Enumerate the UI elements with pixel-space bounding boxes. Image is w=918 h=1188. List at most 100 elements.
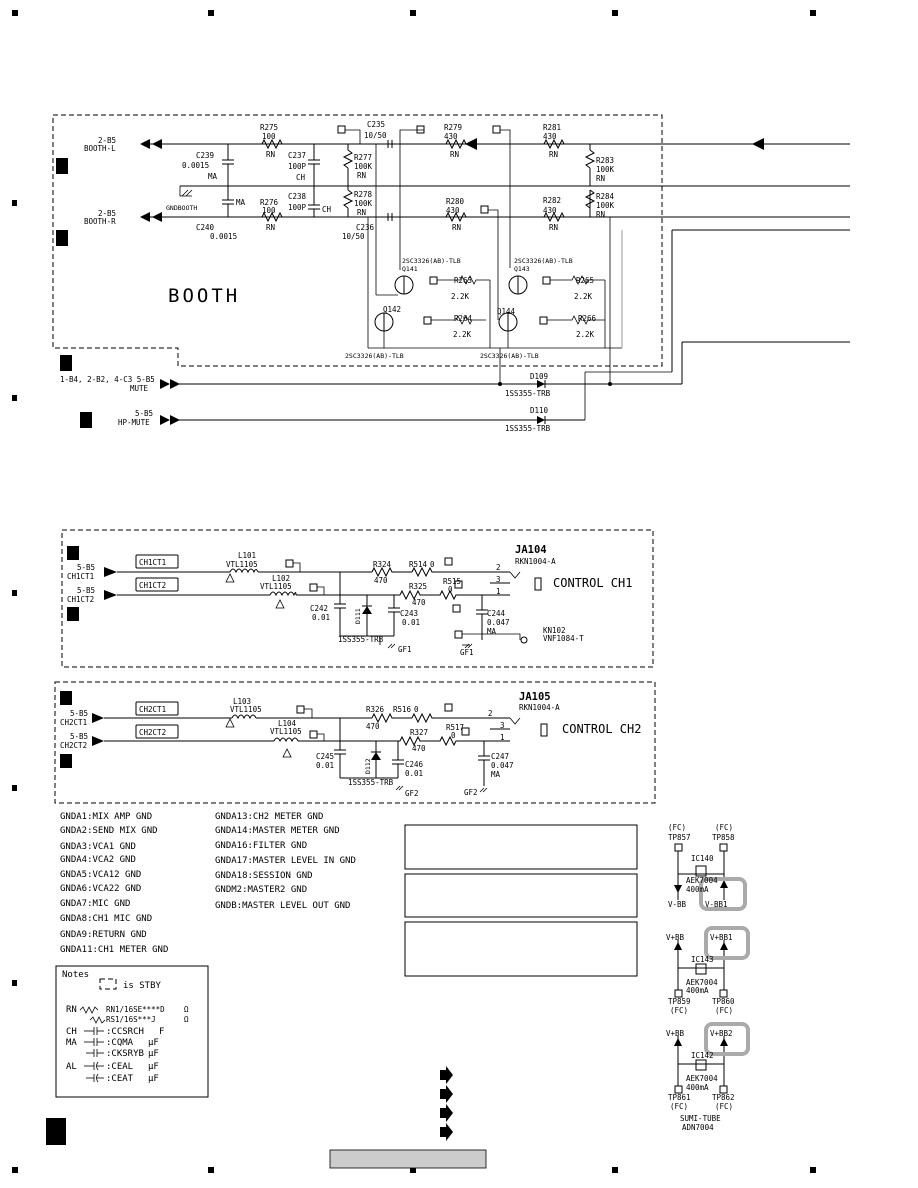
rail-label: V-BB	[668, 900, 687, 909]
gnd-entry: GNDA4:VCA2 GND	[60, 855, 136, 865]
hpmute-label: HP-MUTE	[118, 418, 150, 427]
part-label: C238	[288, 192, 307, 201]
notes-unit: F	[159, 1027, 164, 1037]
port-booth-l: BOOTH-L	[84, 144, 116, 153]
gnd-list-left: GNDA1:MIX AMP GND GNDA2:SEND MIX GND GND…	[60, 812, 168, 955]
part-label: D112	[364, 758, 372, 774]
part-type: RN	[549, 223, 558, 232]
part-type: RN	[357, 171, 366, 180]
part-label: R266	[578, 314, 597, 323]
part-value: 10/50	[364, 131, 387, 140]
part-value: VTL1105	[270, 727, 302, 736]
part-label: KN102	[543, 626, 566, 635]
part-value: 430	[446, 206, 460, 215]
booth-title: BOOTH	[168, 285, 240, 307]
ground-label: GF1	[460, 648, 474, 657]
net-box-label: CH1CT1	[139, 558, 166, 567]
notes-unit: μF	[148, 1062, 159, 1072]
gnd-entry: GNDA7:MIC GND	[60, 899, 130, 909]
part-value: 100P	[288, 203, 307, 212]
regulators: (FC) (FC) TP857 TP858 IC140 AEK7004 400m…	[666, 823, 750, 1132]
part-value: 470	[366, 722, 380, 731]
frame-markers	[12, 10, 816, 1173]
part-label: R284	[596, 192, 615, 201]
part-value: 0	[448, 585, 453, 594]
pin-number: 3	[500, 721, 505, 730]
part-label: R281	[543, 123, 561, 132]
part-type: 1SS355-TRB	[338, 635, 384, 644]
part-value: 100K	[596, 165, 615, 174]
part-type: CH	[296, 173, 306, 182]
part-type: RN	[596, 210, 605, 219]
part-value: 100K	[596, 201, 615, 210]
part-label: R277	[354, 153, 372, 162]
notes-stby: is STBY	[123, 981, 162, 991]
gnd-entry: GNDA8:CH1 MIC GND	[60, 914, 152, 924]
sumi-tube-part: ADN7004	[682, 1123, 714, 1132]
port-name: CH1CT1	[67, 572, 94, 581]
part-value: 100K	[354, 199, 373, 208]
port-ref: 5-B5	[70, 709, 88, 718]
part-label: R516	[393, 705, 412, 714]
part-label: C244	[487, 609, 506, 618]
part-value: VTL1105	[260, 582, 292, 591]
part-value: 0.0015	[210, 232, 237, 241]
part-value: 0.047	[487, 618, 510, 627]
part-value: 100	[262, 132, 276, 141]
arrow-right-icon	[440, 1123, 453, 1141]
net-box-label: CH1CT2	[139, 581, 166, 590]
ic-part: AEK7004	[686, 876, 718, 885]
part-label: C243	[400, 609, 418, 618]
part-label: R280	[446, 197, 465, 206]
part-label: D111	[354, 608, 362, 624]
tp-label: (FC)	[670, 1102, 688, 1111]
part-value: 2.2K	[451, 292, 470, 301]
notes-value: :CEAT	[106, 1074, 134, 1084]
port-ref: 2-B5	[98, 136, 116, 145]
port-ref: 5-B5	[77, 563, 95, 572]
part-label: R324	[373, 560, 392, 569]
net-box-label: CH2CT2	[139, 728, 166, 737]
tp-label: (FC)	[670, 1006, 688, 1015]
booth-labels: 2-B5 BOOTH-L 2-B5 BOOTH-R GNDBOOTH BOOTH…	[60, 120, 615, 433]
part-label: R327	[410, 728, 428, 737]
notes-title: Notes	[62, 970, 89, 980]
blank-box	[404, 921, 638, 977]
notes-unit: Ω	[184, 1005, 189, 1014]
part-value: 100P	[288, 162, 307, 171]
part-type: MA	[491, 770, 501, 779]
part-label: L101	[238, 551, 256, 560]
part-type: 1SS355-TRB	[348, 778, 394, 787]
part-value: 0	[451, 731, 456, 740]
port-name: CH2CT1	[60, 718, 87, 727]
notes-key: AL	[66, 1062, 77, 1072]
tp-label: (FC)	[715, 823, 733, 832]
part-value: 100K	[354, 162, 373, 171]
ground-label: GF2	[405, 789, 419, 798]
part-type: VNF1084-T	[543, 634, 584, 643]
ic-label: IC142	[691, 1051, 714, 1060]
part-label: Q142	[383, 305, 401, 314]
part-type: MA	[236, 198, 246, 207]
part-label: L103	[233, 697, 251, 706]
part-value: 100	[262, 206, 276, 215]
gnd-entry: GNDA18:SESSION GND	[215, 871, 313, 881]
part-label: C242	[310, 604, 328, 613]
notes-value: RN1/16SE****D	[106, 1005, 165, 1014]
ground-label: GF1	[398, 645, 412, 654]
gnd-entry: GNDA17:MASTER LEVEL IN GND	[215, 856, 356, 866]
notes-key: CH	[66, 1027, 77, 1037]
rail-label: V+BB2	[710, 1029, 733, 1038]
part-label: R517	[446, 723, 464, 732]
part-label: C246	[405, 760, 424, 769]
tp-label: TP858	[712, 833, 735, 842]
gnd-entry: GNDA16:FILTER GND	[215, 841, 307, 851]
arrow-right-icon	[440, 1085, 453, 1103]
tp-label: TP857	[668, 833, 691, 842]
part-type: 2SC3326(AB)-TLB	[514, 257, 573, 265]
part-value: VTL1105	[230, 705, 262, 714]
control-ch2-section	[54, 681, 656, 804]
tp-label: TP862	[712, 1093, 735, 1102]
part-label: R264	[454, 314, 473, 323]
